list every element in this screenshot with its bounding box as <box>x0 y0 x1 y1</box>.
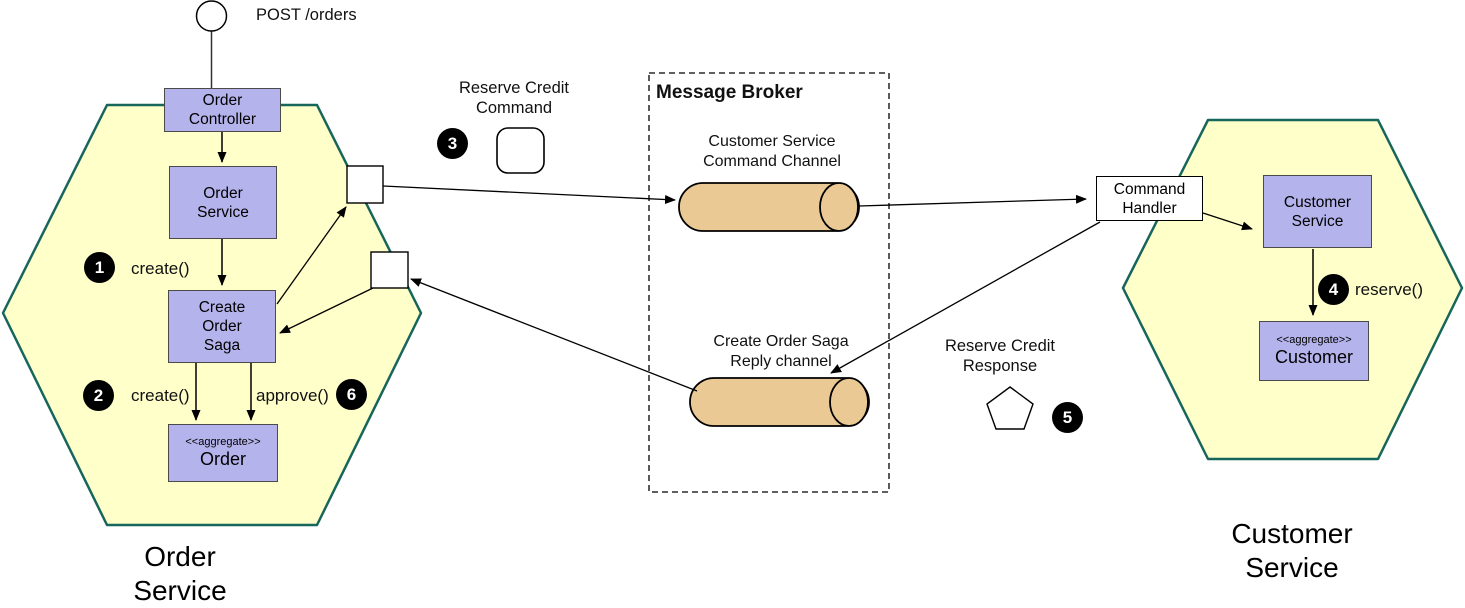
reply-port-icon <box>370 251 409 289</box>
customer-service-box: Customer Service <box>1263 175 1372 248</box>
entry-point-icon <box>195 0 228 32</box>
step-2-badge: 2 <box>83 380 114 411</box>
order-controller-box: Order Controller <box>164 88 281 132</box>
response-message-icon <box>986 386 1034 430</box>
order-aggregate-stereotype: <<aggregate>> <box>185 436 261 448</box>
message-broker-title: Message Broker <box>656 82 803 103</box>
message-broker-boundary <box>648 72 890 493</box>
command-handler-box: Command Handler <box>1096 176 1203 221</box>
reply-channel-label: Create Order Saga Reply channel <box>713 333 849 370</box>
step-6-label: approve() <box>256 386 329 405</box>
customer-service-hexagon-label: Customer Service <box>1231 518 1353 583</box>
reserve-credit-command-label: Reserve Credit Command <box>458 79 570 117</box>
arrow-saga-to-command-port <box>276 206 347 305</box>
customer-aggregate-name: Customer <box>1274 347 1354 367</box>
order-service-box: Order Service <box>169 166 277 239</box>
arrow-reply-port-to-saga <box>279 287 374 334</box>
customer-aggregate-box: <<aggregate>> Customer <box>1259 321 1369 381</box>
post-orders-label: POST /orders <box>256 6 357 24</box>
arrow-handler-to-customer-service <box>1202 212 1253 231</box>
order-service-hexagon-label: Order Service <box>133 541 227 606</box>
customer-service-hexagon <box>1121 118 1464 461</box>
customer-aggregate-stereotype: <<aggregate>> <box>1276 334 1352 346</box>
step-1-badge: 1 <box>84 252 115 283</box>
step-4-badge: 4 <box>1318 274 1349 305</box>
reserve-credit-response-label: Reserve Credit Response <box>944 337 1056 375</box>
command-port-icon <box>346 165 384 204</box>
create-order-saga-box: Create Order Saga <box>168 290 276 363</box>
step-5-badge: 5 <box>1052 402 1083 433</box>
arrow-channel-to-command-handler <box>858 194 1087 207</box>
order-aggregate-box: <<aggregate>> Order <box>168 424 278 482</box>
order-aggregate-name: Order <box>199 449 246 469</box>
step-2-label: create() <box>131 386 190 405</box>
arrow-port-to-command-channel <box>382 185 676 205</box>
command-message-icon <box>496 127 545 174</box>
step-4-label: reserve() <box>1355 280 1424 299</box>
reply-channel-cylinder-icon <box>689 377 870 427</box>
arrow-reply-channel-to-reply-port <box>410 278 698 392</box>
command-channel-label: Customer Service Command Channel <box>703 133 841 170</box>
command-channel-cylinder-icon <box>678 182 860 232</box>
step-6-badge: 6 <box>336 379 367 410</box>
step-1-label: create() <box>131 259 190 278</box>
arrow-handler-to-reply-channel <box>830 221 1101 374</box>
step-3-badge: 3 <box>437 128 468 159</box>
